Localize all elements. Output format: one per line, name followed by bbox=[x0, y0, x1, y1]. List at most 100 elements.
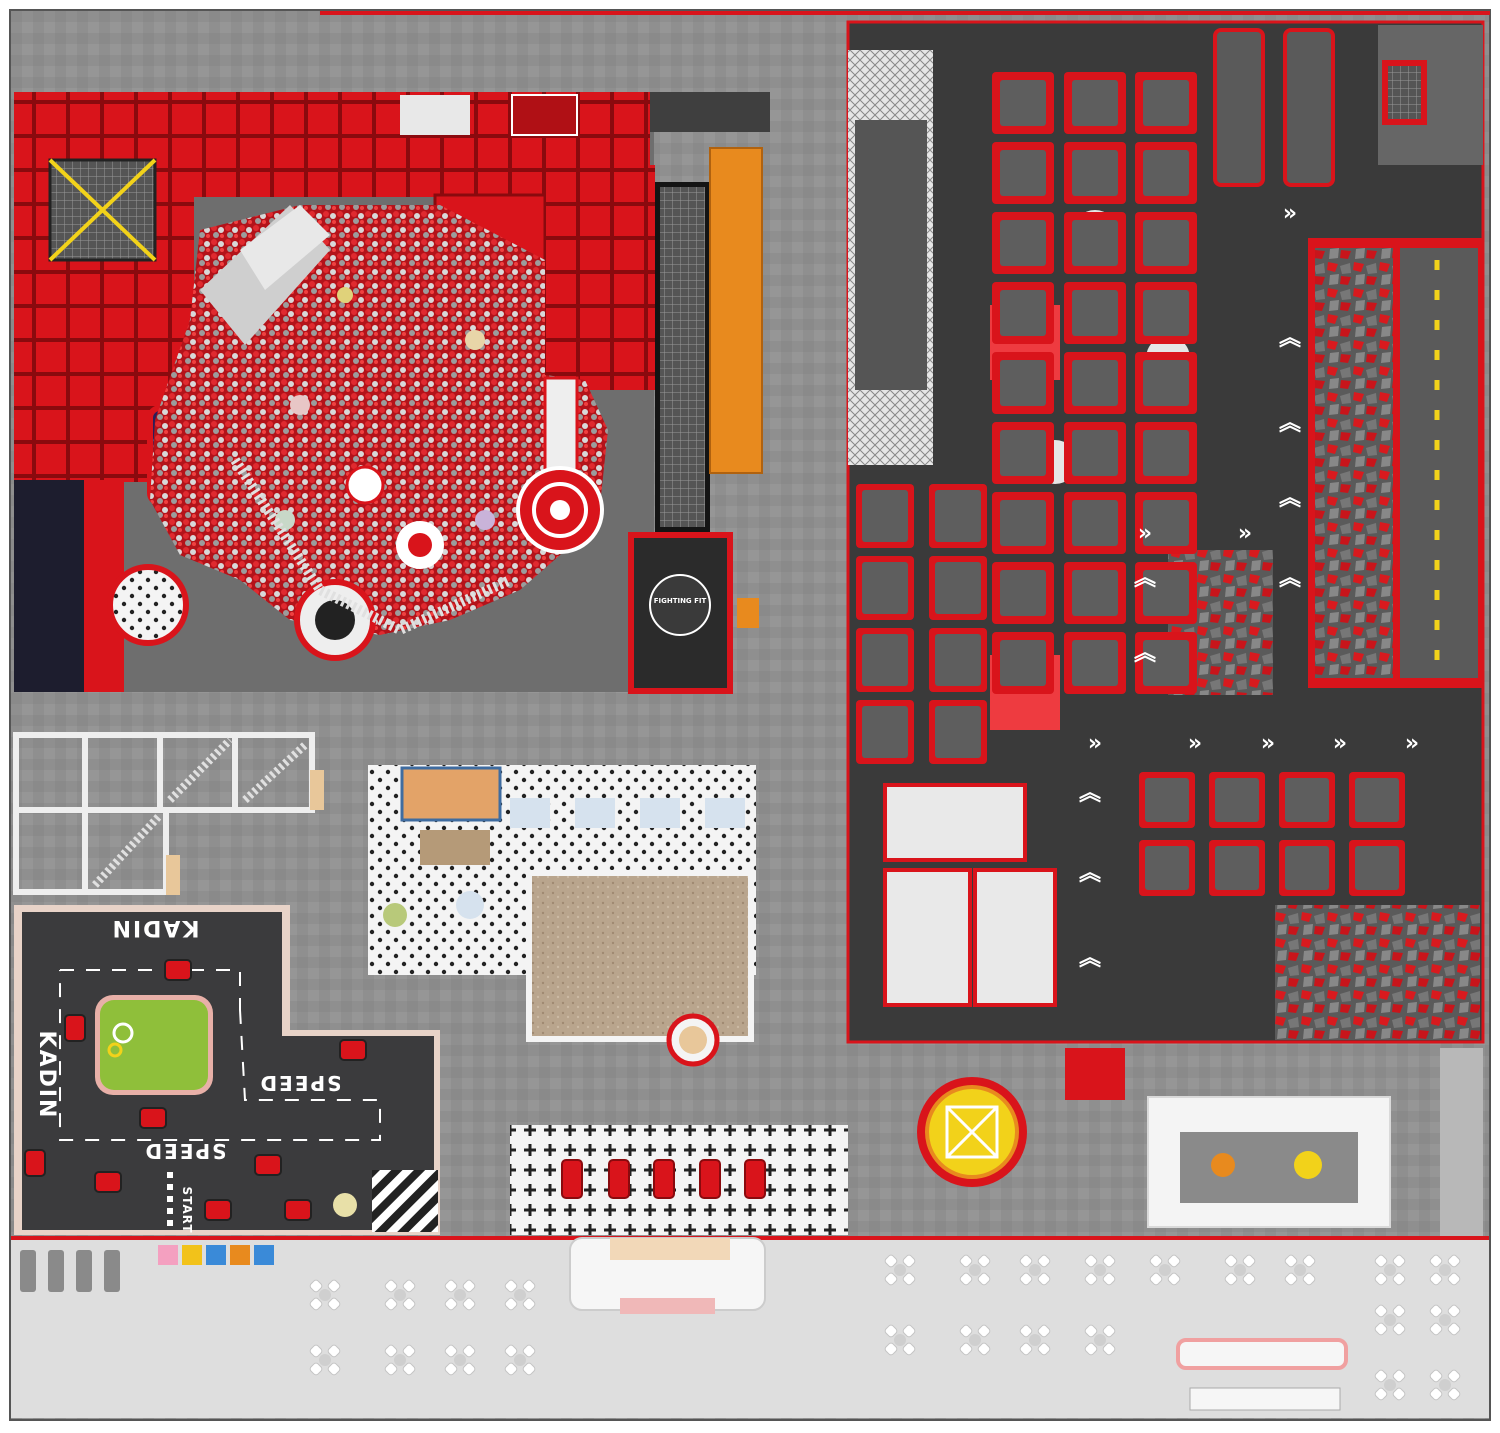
trampoline-pad bbox=[1000, 500, 1046, 546]
lobby-seat-cluster bbox=[504, 1279, 536, 1311]
trampoline-pad bbox=[1145, 846, 1189, 890]
lobby-seat-cluster bbox=[1429, 1369, 1461, 1401]
ball-pit bbox=[150, 205, 608, 661]
trampoline-pad bbox=[1072, 570, 1118, 616]
trampoline-pad bbox=[1143, 290, 1189, 336]
flow-arrow: » bbox=[1283, 201, 1297, 226]
trampoline-pad bbox=[1072, 640, 1118, 686]
trampoline-pad bbox=[862, 706, 908, 758]
trampoline-pad bbox=[1355, 778, 1399, 822]
trampoline-pad bbox=[1000, 360, 1046, 406]
lobby-seat-cluster bbox=[1374, 1369, 1406, 1401]
trampoline-pad bbox=[935, 490, 981, 542]
trampoline-pad bbox=[1143, 220, 1189, 266]
flow-arrow-up: ︽ bbox=[1134, 566, 1156, 591]
ninja-warrior-track: FIGHTING FIT bbox=[628, 92, 770, 694]
arcade-seating bbox=[510, 1125, 848, 1235]
trampoline-pad bbox=[1143, 500, 1189, 546]
trampoline-pad bbox=[1143, 430, 1189, 476]
lobby-seat-cluster bbox=[444, 1279, 476, 1311]
trampoline-pad bbox=[1072, 500, 1118, 546]
lobby-seat-cluster bbox=[1149, 1254, 1181, 1286]
trampoline-pad bbox=[1000, 570, 1046, 616]
lobby-seat-cluster bbox=[1084, 1324, 1116, 1356]
lobby-seat-cluster bbox=[1019, 1254, 1051, 1286]
trampoline-pad bbox=[935, 706, 981, 758]
lobby-seat-cluster bbox=[1374, 1304, 1406, 1336]
flow-arrow-up: ︽ bbox=[1079, 781, 1101, 806]
cafe-area bbox=[368, 765, 756, 1067]
lobby-seat-cluster bbox=[884, 1324, 916, 1356]
lobby-seat-cluster bbox=[1224, 1254, 1256, 1286]
flow-arrow: » bbox=[1405, 731, 1419, 756]
trampoline-pad bbox=[935, 562, 981, 614]
kart-brand-top: KADIN bbox=[111, 915, 200, 940]
flow-arrow: » bbox=[1333, 731, 1347, 756]
trampoline-pad bbox=[1145, 778, 1189, 822]
lobby-seat-cluster bbox=[504, 1344, 536, 1376]
kart-brand-left: KADIN bbox=[34, 1031, 59, 1120]
trampoline-pad bbox=[935, 634, 981, 686]
flow-arrow-up: ︽ bbox=[1279, 566, 1301, 591]
flow-arrow: » bbox=[1088, 731, 1102, 756]
flow-arrow-up: ︽ bbox=[1134, 641, 1156, 666]
flow-arrow-up: ︽ bbox=[1279, 326, 1301, 351]
flow-arrow: » bbox=[1138, 521, 1152, 546]
trampoline-pad bbox=[862, 634, 908, 686]
lobby-seat-cluster bbox=[444, 1344, 476, 1376]
flow-arrow: » bbox=[1261, 731, 1275, 756]
lobby-seat-cluster bbox=[1019, 1324, 1051, 1356]
trampoline-pad bbox=[1215, 778, 1259, 822]
trampoline-pad bbox=[1143, 150, 1189, 196]
lobby-seat-cluster bbox=[1374, 1254, 1406, 1286]
trampoline-pad bbox=[1143, 570, 1189, 616]
lobby-seat-cluster bbox=[959, 1324, 991, 1356]
trampoline-pad bbox=[1143, 80, 1189, 126]
toddler-zone bbox=[850, 1048, 1485, 1236]
lobby-seat-cluster bbox=[309, 1344, 341, 1376]
lobby-seating bbox=[309, 1254, 1461, 1401]
lobby-seat-cluster bbox=[959, 1254, 991, 1286]
lobby-seat-cluster bbox=[1284, 1254, 1316, 1286]
flow-arrow: » bbox=[1238, 521, 1252, 546]
trampoline-pad bbox=[1143, 640, 1189, 686]
trampoline-pad bbox=[862, 490, 908, 542]
climbing-frame bbox=[13, 732, 324, 895]
flow-arrow: » bbox=[1188, 731, 1202, 756]
trampoline-pad bbox=[1000, 80, 1046, 126]
flow-arrows: »»»»»»»»︽︽︽︽︽︽︽︽︽ bbox=[1079, 201, 1419, 971]
trampoline-pad bbox=[1072, 360, 1118, 406]
trampoline-pad bbox=[1072, 80, 1118, 126]
outer-wall bbox=[9, 9, 1491, 1421]
kart-speed-upper: SPEED bbox=[259, 1071, 342, 1095]
trampoline-pad bbox=[1072, 220, 1118, 266]
lobby-seat-cluster bbox=[384, 1279, 416, 1311]
kart-speed-lower: SPEED bbox=[144, 1139, 227, 1163]
trampoline-pad bbox=[1000, 220, 1046, 266]
trampoline-pad bbox=[1285, 846, 1329, 890]
lobby-seat-cluster bbox=[1084, 1254, 1116, 1286]
lobby-seat-cluster bbox=[309, 1279, 341, 1311]
trampoline-pad bbox=[862, 562, 908, 614]
lobby-seat-cluster bbox=[1429, 1254, 1461, 1286]
lobby-seat-cluster bbox=[884, 1254, 916, 1286]
trampoline-pad bbox=[1000, 150, 1046, 196]
trampoline-pad bbox=[1000, 640, 1046, 686]
trampoline-pad bbox=[1000, 290, 1046, 336]
kart-start-label: START bbox=[180, 1186, 194, 1233]
lobby-seat-cluster bbox=[1429, 1304, 1461, 1336]
trampoline-pad bbox=[1355, 846, 1399, 890]
flow-arrow-up: ︽ bbox=[1079, 946, 1101, 971]
trampoline-pad bbox=[1285, 778, 1329, 822]
flow-arrow-up: ︽ bbox=[1279, 411, 1301, 436]
trampoline-pad bbox=[1072, 290, 1118, 336]
trampoline-pad bbox=[1143, 360, 1189, 406]
go-kart-track: KADIN KADIN SPEED SPEED START bbox=[14, 905, 440, 1235]
fighting-fit-badge: FIGHTING FIT bbox=[654, 597, 707, 605]
trampoline-pad bbox=[1000, 430, 1046, 476]
trampoline-pad bbox=[1072, 150, 1118, 196]
lobby bbox=[20, 1237, 1348, 1411]
trampoline-pad bbox=[1215, 846, 1259, 890]
trampoline-beds bbox=[856, 72, 1405, 896]
